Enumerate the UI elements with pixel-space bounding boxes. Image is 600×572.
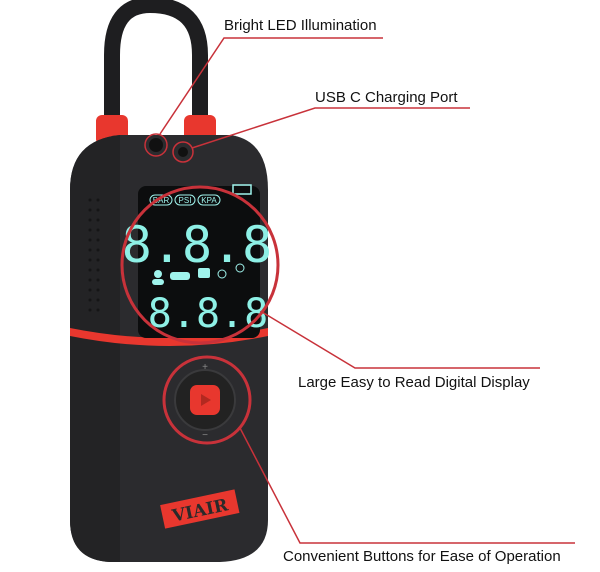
display-callout-circle	[120, 185, 280, 345]
scooter-icon	[198, 268, 210, 278]
unit-bar: BAR	[153, 196, 170, 205]
led-callout-circle	[144, 133, 168, 157]
unit-labels: BAR PSI KPA	[149, 194, 221, 206]
car-icon	[170, 272, 190, 280]
callout-buttons: Convenient Buttons for Ease of Operation	[283, 548, 561, 565]
bicycle-icon	[217, 269, 227, 279]
usb-callout-circle	[172, 141, 194, 163]
callout-led: Bright LED Illumination	[224, 17, 377, 34]
led-light	[149, 138, 163, 152]
unit-kpa: KPA	[201, 196, 217, 205]
lcd-screen	[138, 186, 260, 338]
hose	[104, 0, 208, 130]
vent-grille	[88, 198, 100, 312]
ball-icon	[235, 263, 245, 273]
button-callout-circle	[162, 355, 252, 445]
plus-icon[interactable]: +	[202, 362, 208, 373]
bottom-reading: 8.8.8	[148, 291, 268, 337]
device-shade	[70, 135, 120, 562]
play-icon	[201, 394, 211, 406]
unit-psi: PSI	[179, 196, 192, 205]
callout-usb: USB C Charging Port	[315, 89, 458, 106]
person-icon	[154, 270, 162, 278]
top-reading: 8.8.8	[122, 216, 273, 274]
callout-lines	[120, 37, 575, 544]
usb-c-port	[178, 147, 188, 157]
callout-display: Large Easy to Read Digital Display	[298, 374, 530, 391]
battery-icon	[232, 184, 252, 195]
vehicle-icons	[152, 263, 245, 285]
minus-icon[interactable]: −	[202, 430, 208, 441]
